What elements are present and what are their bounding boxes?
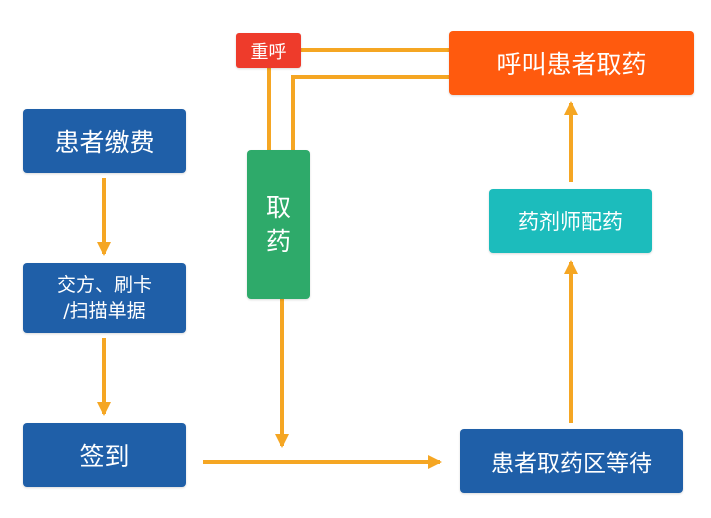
node-pharmacist-dispense: 药剂师配药 (489, 189, 652, 253)
node-wait-area: 患者取药区等待 (460, 429, 683, 493)
node-wait-area-label: 患者取药区等待 (491, 451, 652, 477)
node-patient-payment-label: 患者缴费 (54, 128, 155, 157)
node-call-patient-label: 呼叫患者取药 (496, 50, 647, 79)
node-payment-methods-line1: 交方、刷卡 (56, 274, 152, 296)
node-pickup-char2: 药 (265, 226, 291, 256)
node-pickup: 取 药 (247, 150, 310, 299)
connector-call-to-pickup (291, 75, 449, 150)
node-pickup-char1: 取 (265, 192, 291, 222)
node-checkin: 签到 (23, 423, 186, 487)
node-pharmacist-dispense-label: 药剂师配药 (518, 210, 623, 234)
node-recall-label: 重呼 (250, 41, 287, 63)
node-payment-methods: 交方、刷卡 /扫描单据 (23, 263, 186, 333)
node-payment-methods-line2: /扫描单据 (63, 300, 146, 322)
node-patient-payment: 患者缴费 (23, 109, 186, 173)
node-checkin-label: 签到 (79, 442, 130, 471)
node-call-patient: 呼叫患者取药 (449, 31, 694, 95)
node-recall: 重呼 (236, 33, 301, 68)
